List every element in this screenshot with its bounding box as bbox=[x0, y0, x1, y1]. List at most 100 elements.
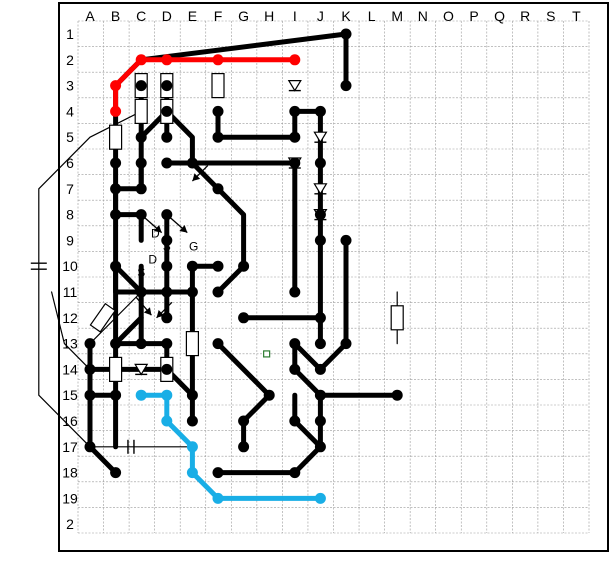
junction-dot bbox=[314, 441, 326, 453]
junction-dot bbox=[289, 157, 301, 169]
column-label: H bbox=[264, 8, 274, 24]
junction-dot bbox=[110, 467, 122, 479]
junction-dot bbox=[186, 286, 198, 298]
column-label: G bbox=[238, 8, 249, 24]
row-label: 7 bbox=[66, 181, 74, 197]
row-label: 10 bbox=[62, 258, 78, 274]
column-label: N bbox=[418, 8, 428, 24]
junction-dot bbox=[161, 234, 173, 246]
junction-dot bbox=[340, 80, 352, 92]
column-label: D bbox=[162, 8, 172, 24]
junction-dot bbox=[238, 415, 250, 427]
row-label: 19 bbox=[62, 490, 78, 506]
junction-dot bbox=[289, 105, 301, 117]
junction-dot bbox=[289, 467, 301, 479]
black-wire bbox=[292, 366, 400, 398]
row-label: 4 bbox=[66, 103, 74, 119]
junction-dot bbox=[135, 286, 147, 298]
blue-junction-dot bbox=[314, 492, 326, 504]
junction-dot bbox=[161, 363, 173, 375]
blue-junction-dot bbox=[161, 415, 173, 427]
junction-dot bbox=[110, 389, 122, 401]
arrow-head-icon bbox=[179, 225, 188, 233]
junction-dot bbox=[161, 338, 173, 350]
column-label: R bbox=[520, 8, 530, 24]
column-label: Q bbox=[494, 8, 505, 24]
column-label: K bbox=[341, 8, 351, 24]
row-label: 18 bbox=[62, 465, 78, 481]
black-wire bbox=[215, 392, 323, 476]
junction-dot bbox=[110, 157, 122, 169]
junction-dot bbox=[314, 105, 326, 117]
junction-dot bbox=[161, 260, 173, 272]
diode-icon bbox=[287, 79, 302, 92]
junction-dot bbox=[340, 338, 352, 350]
blue-junction-dot bbox=[186, 467, 198, 479]
junction-dot bbox=[161, 105, 173, 117]
resistor bbox=[211, 72, 225, 99]
row-label: 16 bbox=[62, 413, 78, 429]
black-wire bbox=[87, 444, 119, 476]
column-label: F bbox=[214, 8, 223, 24]
junction-dot bbox=[238, 441, 250, 453]
resistor bbox=[108, 356, 123, 382]
column-label: C bbox=[136, 8, 146, 24]
junction-dot bbox=[263, 389, 275, 401]
column-label: S bbox=[546, 8, 555, 24]
resistor bbox=[89, 302, 117, 333]
junction-dot bbox=[314, 389, 326, 401]
blue-junction-dot bbox=[161, 389, 173, 401]
junction-dot bbox=[314, 209, 326, 221]
transistor-pin-label: D bbox=[148, 252, 157, 266]
junction-dot bbox=[161, 131, 173, 143]
junction-dot bbox=[212, 105, 224, 117]
junction-dot bbox=[135, 80, 147, 92]
black-wire bbox=[215, 108, 298, 140]
row-label: 12 bbox=[62, 310, 78, 326]
row-label: 17 bbox=[62, 439, 78, 455]
row-label: 14 bbox=[62, 361, 78, 377]
junction-dot bbox=[314, 157, 326, 169]
junction-dot bbox=[110, 338, 122, 350]
column-label: E bbox=[188, 8, 197, 24]
junction-dot bbox=[289, 286, 301, 298]
column-label: L bbox=[368, 8, 376, 24]
column-label: J bbox=[317, 8, 324, 24]
transistor-pin-label: G bbox=[111, 262, 120, 276]
row-label: 9 bbox=[66, 232, 74, 248]
red-junction-dot bbox=[289, 54, 301, 66]
column-label: O bbox=[443, 8, 454, 24]
junction-dot bbox=[135, 209, 147, 221]
row-label: 11 bbox=[63, 284, 78, 300]
junction-dot bbox=[212, 338, 224, 350]
thin-wire bbox=[38, 110, 142, 448]
junction-dot bbox=[84, 389, 96, 401]
junction-dot bbox=[212, 131, 224, 143]
junction-dot bbox=[238, 312, 250, 324]
junction-dot bbox=[135, 183, 147, 195]
red-junction-dot bbox=[212, 54, 224, 66]
junction-dot bbox=[391, 389, 403, 401]
junction-dot bbox=[186, 415, 198, 427]
junction-dot bbox=[314, 312, 326, 324]
blue-junction-dot bbox=[212, 492, 224, 504]
junction-dot bbox=[212, 260, 224, 272]
arrow-head-icon bbox=[192, 173, 201, 182]
junction-dot bbox=[161, 312, 173, 324]
selection-marker[interactable] bbox=[263, 350, 271, 358]
red-junction-dot bbox=[110, 80, 122, 92]
black-wire bbox=[113, 315, 170, 347]
junction-dot bbox=[161, 157, 173, 169]
arrow-head-icon bbox=[153, 225, 162, 233]
blue-junction-dot bbox=[186, 441, 198, 453]
red-junction-dot bbox=[110, 105, 122, 117]
resistor bbox=[134, 98, 148, 125]
row-label: 3 bbox=[66, 78, 74, 94]
column-label: A bbox=[85, 8, 95, 24]
junction-dot bbox=[314, 415, 326, 427]
junction-dot bbox=[238, 260, 250, 272]
